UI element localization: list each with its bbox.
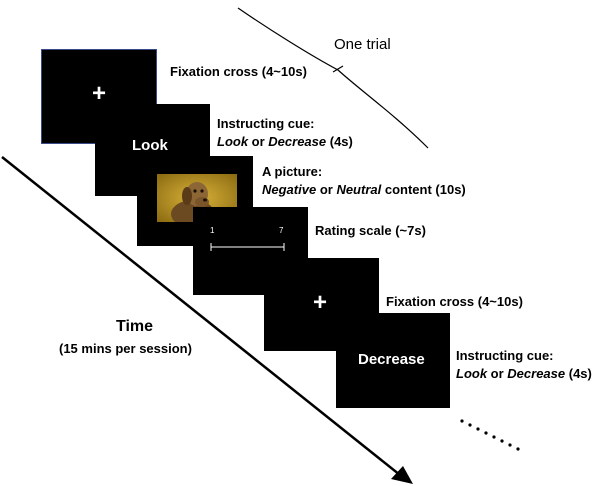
time-title: Time <box>116 318 154 335</box>
cue-label-2-decrease: Decrease <box>507 366 566 381</box>
fixation-label-2: Fixation cross (4~10s) <box>386 294 523 309</box>
rating-scale-min: 1 <box>210 226 215 235</box>
cue-label-2-look: Look <box>456 366 488 381</box>
fixation-cross-1: + <box>92 80 107 107</box>
cue-label-1-title: Instructing cue: <box>217 116 315 131</box>
cue-label-2: Instructing cue: Look or Decrease (4s) <box>456 347 592 383</box>
picture-label: A picture: Negative or Neutral content (… <box>262 163 466 199</box>
picture-label-negative: Negative <box>262 182 317 197</box>
picture-label-title: A picture: <box>262 164 323 179</box>
cue-label-1-look: Look <box>217 134 249 149</box>
cue-label-1-detail: Look or Decrease (4s) <box>217 133 353 151</box>
picture-label-or: or <box>316 182 337 197</box>
cue-text-decrease: Decrease <box>358 351 425 368</box>
cue-label-1-decrease: Decrease <box>268 134 327 149</box>
picture-label-detail: Negative or Neutral content (10s) <box>262 181 466 199</box>
rating-scale-line <box>210 243 285 251</box>
cue-label-2-title: Instructing cue: <box>456 348 554 363</box>
rating-label: Rating scale (~7s) <box>315 223 426 238</box>
fixation-cross-2: + <box>313 289 328 316</box>
cue-screen-decrease: Decrease <box>336 313 450 408</box>
cue-label-2-or: or <box>487 366 508 381</box>
trial-bracket-label: One trial <box>334 36 391 53</box>
cue-label-1-duration: (4s) <box>326 134 353 149</box>
rating-scale-max: 7 <box>279 226 284 235</box>
cue-text-look: Look <box>132 137 168 154</box>
cue-label-1-or: or <box>248 134 269 149</box>
time-subtitle: (15 mins per session) <box>59 341 192 356</box>
cue-label-2-detail: Look or Decrease (4s) <box>456 365 592 383</box>
picture-label-duration: content (10s) <box>381 182 466 197</box>
cue-label-1: Instructing cue: Look or Decrease (4s) <box>217 115 353 151</box>
fixation-label-1: Fixation cross (4~10s) <box>170 64 307 79</box>
picture-label-neutral: Neutral <box>336 182 382 197</box>
cue-label-2-duration: (4s) <box>565 366 592 381</box>
